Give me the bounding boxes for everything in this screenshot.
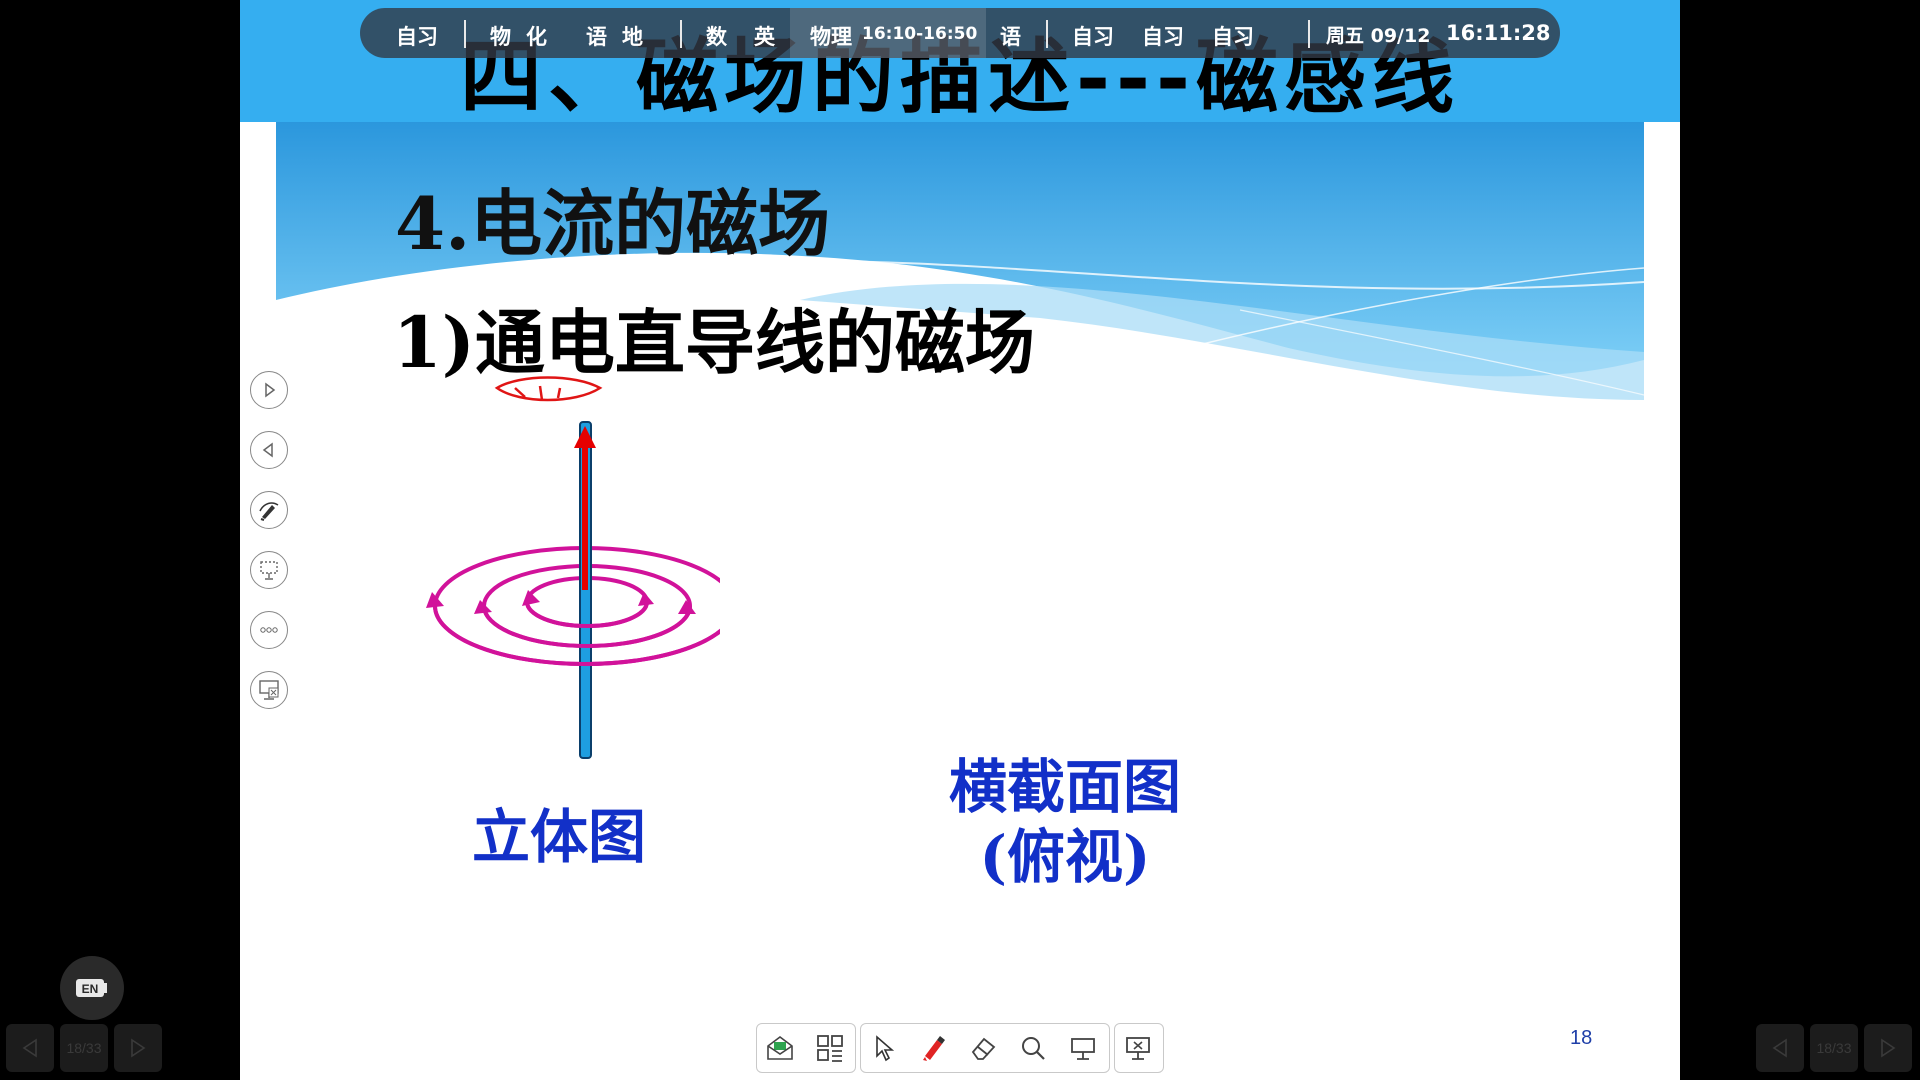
share-button[interactable] — [760, 1028, 800, 1068]
chevron-right-icon — [131, 1038, 146, 1058]
schedule-clock: 16:11:28 — [1446, 21, 1551, 45]
schedule-item[interactable]: 数 — [706, 25, 727, 49]
label-cross-section: 横截面图 (俯视) — [840, 752, 1290, 892]
nav-next-button-left[interactable] — [114, 1024, 162, 1072]
nav-next-button-right[interactable] — [1864, 1024, 1912, 1072]
chevron-left-icon — [22, 1038, 37, 1058]
page-indicator-text: 18/33 — [66, 1040, 102, 1056]
schedule-item[interactable]: 自习 — [396, 25, 438, 49]
schedule-date: 周五 09/12 — [1326, 25, 1431, 47]
schedule-item[interactable]: 英 — [754, 25, 775, 49]
input-method-button[interactable]: EN — [60, 956, 124, 1020]
schedule-item[interactable]: 语 — [1000, 25, 1021, 49]
envelope-icon — [767, 1036, 793, 1060]
prev-step-button[interactable] — [250, 431, 288, 469]
schedule-item[interactable]: 自习 — [1142, 25, 1184, 49]
current-direction-arrow — [574, 426, 596, 590]
keyboard-language-icon: EN — [76, 979, 107, 997]
screen-select-icon — [260, 561, 278, 580]
pen-annotate-icon — [259, 502, 279, 521]
eraser-tool-button[interactable] — [963, 1028, 1003, 1068]
label-cross-section-line1: 横截面图 — [948, 753, 1181, 821]
chevron-right-icon — [1881, 1038, 1896, 1058]
zoom-tool-button[interactable] — [1013, 1028, 1053, 1068]
schedule-item[interactable]: 地 — [622, 25, 643, 49]
exit-icon — [1126, 1037, 1150, 1060]
ime-label: EN — [82, 982, 99, 996]
qr-code-button[interactable] — [810, 1028, 850, 1068]
schedule-item[interactable]: 自习 — [1072, 25, 1114, 49]
nav-prev-button-right[interactable] — [1756, 1024, 1804, 1072]
pen-annotate-button[interactable] — [250, 491, 288, 529]
schedule-item[interactable]: 化 — [526, 25, 547, 49]
schedule-separator — [464, 20, 466, 48]
schedule-separator — [1308, 20, 1310, 48]
pen-icon — [923, 1036, 945, 1061]
schedule-item[interactable]: 物 — [490, 25, 511, 49]
page-indicator-right[interactable]: 18/33 — [1810, 1024, 1858, 1072]
label-cross-section-line2: (俯视) — [979, 823, 1151, 891]
schedule-item[interactable]: 自习 — [1212, 25, 1254, 49]
pen-tool-button[interactable] — [913, 1028, 953, 1068]
label-3d-view: 立体图 — [472, 803, 647, 871]
more-icon — [260, 627, 278, 633]
page-indicator-text: 18/33 — [1816, 1040, 1852, 1056]
qr-code-icon — [817, 1035, 843, 1062]
play-prev-icon — [262, 442, 273, 458]
schedule-item-active[interactable]: 物理 — [810, 25, 852, 49]
class-schedule-bar: 自习 物 化 语 地 数 英 物理 16:10-16:50 语 自习 自习 自习… — [360, 8, 1560, 58]
screen-select-button[interactable] — [250, 551, 288, 589]
schedule-separator — [680, 20, 682, 48]
more-tools-button[interactable] — [250, 611, 288, 649]
nav-prev-button-left[interactable] — [6, 1024, 54, 1072]
annotation-scribble — [494, 376, 603, 402]
schedule-item[interactable]: 语 — [586, 25, 607, 49]
magnifier-icon — [1022, 1037, 1045, 1060]
whiteboard-button[interactable] — [1063, 1028, 1103, 1068]
slide-heading: 4.电流的磁场 — [395, 181, 831, 266]
cursor-icon — [876, 1035, 895, 1062]
eraser-icon — [971, 1037, 996, 1060]
exit-button[interactable] — [1118, 1028, 1158, 1068]
whiteboard-icon — [1071, 1038, 1095, 1060]
next-step-button[interactable] — [250, 371, 288, 409]
slide-subheading: 1)通电直导线的磁场 — [393, 301, 1035, 384]
toolbar-group-exit — [1114, 1023, 1164, 1073]
play-next-icon — [265, 382, 276, 398]
wire-magnetic-field-diagram — [426, 376, 720, 759]
schedule-separator — [1046, 20, 1048, 48]
exit-slideshow-icon — [259, 680, 279, 700]
select-cursor-button[interactable] — [864, 1028, 904, 1068]
slide: 四、磁场的描述---磁感线 4.电流的磁场 1)通电直导线的磁场 — [240, 0, 1680, 1080]
exit-slideshow-button[interactable] — [250, 671, 288, 709]
field-direction-arrows — [426, 590, 696, 614]
toolbar-group-draw — [860, 1023, 1110, 1073]
schedule-active-time: 16:10-16:50 — [862, 24, 978, 44]
chevron-left-icon — [1772, 1038, 1787, 1058]
page-indicator-left[interactable]: 18/33 — [60, 1024, 108, 1072]
slide-page-number: 18 — [1570, 1027, 1593, 1049]
schedule-active-slot — [790, 8, 986, 58]
